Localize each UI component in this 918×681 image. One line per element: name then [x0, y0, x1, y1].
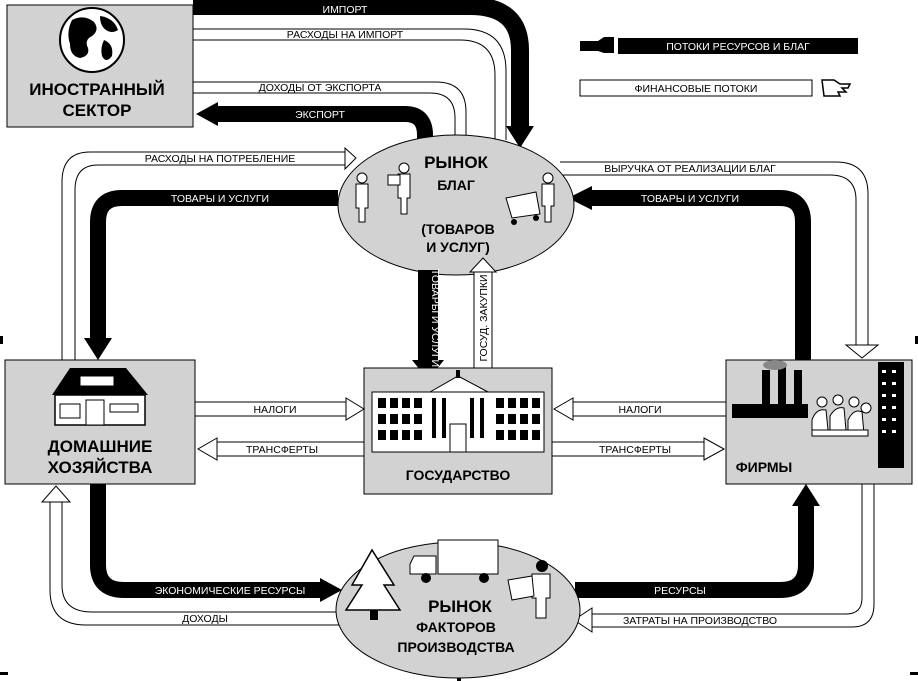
incomes-flow: ДОХОДЫ: [40, 485, 340, 626]
goods-to-government-flow: ТОВАРЫ И УСЛУГИ: [412, 269, 444, 380]
legend-resource-flows: ПОТОКИ РЕСУРСОВ И БЛАГ: [666, 41, 810, 53]
resources-label: РЕСУРСЫ: [654, 585, 706, 597]
truck-icon: [409, 539, 499, 583]
goods-services-right-label: ТОВАРЫ И УСЛУГИ: [641, 193, 739, 205]
foreign-sector-label-1: ИНОСТРАННЫЙ: [29, 80, 165, 99]
goods-services-left-label: ТОВАРЫ И УСЛУГИ: [171, 193, 269, 205]
import-flow: ИМПОРТ: [193, 0, 534, 148]
registration-marks: [0, 336, 918, 681]
households-label-2: ХОЗЯЙСТВА: [48, 458, 153, 477]
government-building-icon: [371, 370, 545, 453]
taxes-firms-label: НАЛОГИ: [618, 404, 661, 416]
export-label: ЭКСПОРТ: [295, 109, 345, 121]
foreign-sector-label-2: СЕКТОР: [63, 101, 132, 120]
taxes-households-label: НАЛОГИ: [253, 404, 296, 416]
firms-label: ФИРМЫ: [736, 459, 793, 475]
goods-market-title-1: РЫНОК: [424, 153, 488, 172]
taxes-firms-flow: НАЛОГИ: [553, 397, 727, 421]
goods-to-government-label: ТОВАРЫ И УСЛУГИ: [429, 269, 441, 367]
resources-flow: РЕСУРСЫ: [575, 484, 820, 598]
incomes-label: ДОХОДЫ: [182, 613, 228, 625]
taxes-households-flow: НАЛОГИ: [194, 397, 365, 421]
government-purchases-label: ГОСУД. ЗАКУПКИ: [478, 274, 490, 361]
production-costs-label: ЗАТРАТЫ НА ПРОИЗВОДСТВО: [623, 615, 777, 627]
households-label-1: ДОМАШНИЕ: [48, 437, 153, 456]
legend-financial-flows: ФИНАНСОВЫЕ ПОТОКИ: [635, 83, 758, 95]
consumption-spending-flow: РАСХОДЫ НА ПОТРЕБЛЕНИЕ: [61, 146, 357, 360]
export-income-flow: ДОХОДЫ ОТ ЭКСПОРТА: [193, 81, 467, 140]
export-flow: ЭКСПОРТ: [196, 102, 433, 140]
transfers-firms-flow: ТРАНСФЕРТЫ: [551, 437, 726, 461]
factory-icon: [732, 360, 904, 468]
worker-icon: [507, 560, 551, 619]
import-spending-flow: РАСХОДЫ НА ИМПОРТ: [193, 28, 507, 140]
goods-market-sub-2: И УСЛУГ): [426, 239, 490, 255]
economic-resources-label: ЭКОНОМИЧЕСКИЕ РЕСУРСЫ: [155, 585, 306, 597]
transfers-firms-label: ТРАНСФЕРТЫ: [599, 444, 671, 456]
goods-services-left-flow: ТОВАРЫ И УСЛУГИ: [84, 190, 338, 360]
factor-market-node: РЫНОК ФАКТОРОВ ПРОИЗВОДСТВА: [335, 539, 581, 679]
import-label: ИМПОРТ: [323, 4, 369, 16]
government-purchases-flow: ГОСУД. ЗАКУПКИ: [468, 257, 498, 369]
sales-revenue-label: ВЫРУЧКА ОТ РЕАЛИЗАЦИИ БЛАГ: [604, 163, 776, 175]
households-node: ДОМАШНИЕ ХОЗЯЙСТВА: [4, 359, 196, 485]
government-node: ГОСУДАРСТВО: [363, 367, 553, 495]
transfers-households-flow: ТРАНСФЕРТЫ: [197, 437, 365, 461]
transfers-households-label: ТРАНСФЕРТЫ: [246, 444, 318, 456]
cart-icon: [505, 172, 555, 225]
export-income-label: ДОХОДЫ ОТ ЭКСПОРТА: [259, 82, 382, 94]
production-costs-flow: ЗАТРАТЫ НА ПРОИЗВОДСТВО: [573, 484, 875, 633]
import-spending-label: РАСХОДЫ НА ИМПОРТ: [287, 29, 404, 41]
goods-market-node: РЫНОК БЛАГ (ТОВАРОВ И УСЛУГ): [337, 134, 575, 276]
goods-market-sub-1: (ТОВАРОВ: [421, 221, 494, 237]
government-label: ГОСУДАРСТВО: [406, 467, 511, 483]
factor-market-title: РЫНОК: [428, 597, 492, 616]
tree-icon: [344, 548, 402, 620]
goods-services-right-flow: ТОВАРЫ И УСЛУГИ: [568, 186, 811, 360]
legend: ПОТОКИ РЕСУРСОВ И БЛАГ ФИНАНСОВЫЕ ПОТОКИ: [579, 37, 858, 97]
foreign-sector-node: ИНОСТРАННЫЙ СЕКТОР: [6, 4, 194, 128]
sales-revenue-flow: ВЫРУЧКА ОТ РЕАЛИЗАЦИИ БЛАГ: [560, 161, 880, 359]
shoppers-icon: [355, 162, 411, 223]
consumption-spending-label: РАСХОДЫ НА ПОТРЕБЛЕНИЕ: [145, 153, 296, 165]
globe-icon: [59, 7, 125, 73]
factor-market-sub-2: ПРОИЗВОДСТВА: [397, 639, 514, 655]
goods-market-title-2: БЛАГ: [437, 177, 475, 193]
factor-market-sub-1: ФАКТОРОВ: [416, 619, 496, 635]
economic-resources-flow: ЭКОНОМИЧЕСКИЕ РЕСУРСЫ: [90, 484, 342, 602]
pointing-hand-icon: [821, 79, 852, 97]
pointing-hand-icon: [580, 37, 614, 53]
house-icon: [52, 368, 148, 426]
firms-node: ФИРМЫ: [725, 359, 913, 485]
